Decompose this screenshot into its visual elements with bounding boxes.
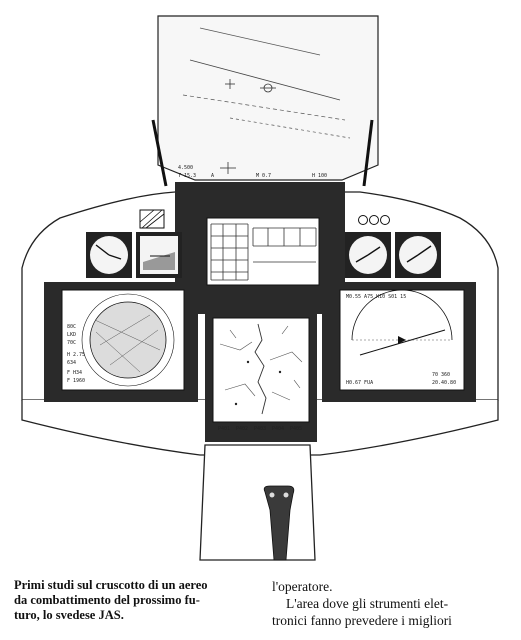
lmfd-label-4: H 2.75 <box>67 352 85 358</box>
right-multifunction-display: M0.55 A75 H10 S01 15 H0.67 FUA 70 360 20… <box>322 282 476 402</box>
center-pedestal <box>199 444 316 561</box>
caption-line: da combattimento del prossimo fu- <box>14 593 200 607</box>
softkey-p405: P405 <box>290 426 302 432</box>
rmfd-bottom-right-readout-2: 20.40.80 <box>432 380 456 386</box>
cockpit-illustration: 4.500 T 15.3 A M 0.7 H 100 <box>21 15 499 561</box>
lmfd-label-1: 80C <box>67 324 76 330</box>
softkey-p401: P401 <box>218 426 230 432</box>
standby-gauge-right-2 <box>395 232 441 278</box>
body-line: L'area dove gli strumenti elet- <box>286 596 449 611</box>
softkey-p403: P403 <box>254 426 266 432</box>
lmfd-label-6: F H34 <box>67 370 82 376</box>
softkey-p404: P404 <box>272 426 284 432</box>
caption-line: Primi studi sul cruscotto di un aereo <box>14 578 208 592</box>
lmfd-label-3: 70C <box>67 340 76 346</box>
softkey-p402: P402 <box>236 426 248 432</box>
hud-readout-top: 4.500 <box>178 165 193 171</box>
article-body: l'operatore. L'area dove gli strumenti e… <box>272 578 517 629</box>
body-line: tronici fanno prevedere i migliori <box>272 613 452 628</box>
rmfd-top-readout: M0.55 A75 H10 S01 15 <box>346 294 406 300</box>
figure-caption: Primi studi sul cruscotto di un aereo da… <box>14 578 264 623</box>
hud-readout-right: H 100 <box>312 173 327 179</box>
hud-readout-center: M 0.7 <box>256 173 271 179</box>
attitude-indicator <box>136 232 182 278</box>
standby-gauge-left <box>86 232 132 278</box>
caption-line: turo, lo svedese JAS. <box>14 608 124 622</box>
center-map-display: P401 P402 P403 P404 P405 <box>205 314 317 442</box>
lmfd-label-5: 634 <box>67 360 76 366</box>
body-line: l'operatore. <box>272 579 333 594</box>
standby-gauge-right-1 <box>345 232 391 278</box>
hud-readout-bottom: T 15.3 <box>178 173 196 179</box>
left-multifunction-display: 80C LKD 70C H 2.75 634 F H34 F 1960 <box>44 282 198 402</box>
rmfd-bottom-right-readout-1: 70 360 <box>432 372 450 378</box>
indicator-lights-right <box>358 215 390 225</box>
lmfd-label-7: F 1960 <box>67 378 85 384</box>
rmfd-bottom-left-readout: H0.67 FUA <box>346 380 373 386</box>
control-stick <box>263 485 295 561</box>
hud-combiner: 4.500 T 15.3 A M 0.7 H 100 <box>151 15 379 187</box>
lmfd-label-2: LKD <box>67 332 76 338</box>
hud-marker-a: A <box>211 173 214 179</box>
